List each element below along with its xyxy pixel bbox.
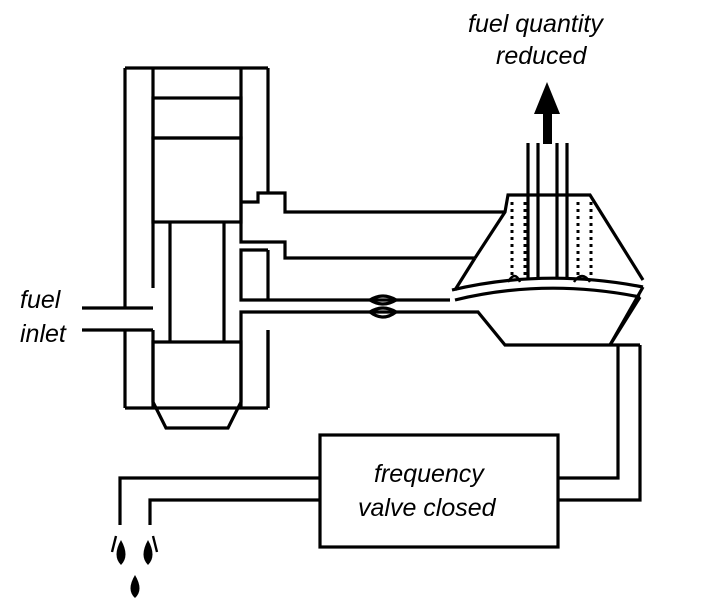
side-port-box [239, 248, 270, 302]
drain-pipe [118, 476, 320, 525]
frequency-valve-label-line2: valve closed [358, 494, 497, 522]
fuel-drops-icon [110, 535, 159, 598]
control-plunger-rod [168, 222, 226, 342]
flow-up-arrow-icon [534, 82, 560, 144]
lower-channel [239, 298, 618, 408]
diaphragm-membrane [366, 294, 400, 319]
frequency-valve-label-line1: frequency [374, 460, 485, 488]
fuel-quantity-label-line2: reduced [496, 42, 587, 70]
outlet-tube [526, 143, 569, 278]
control-plunger-lower [151, 340, 243, 430]
frequency-valve-box [318, 433, 560, 549]
fuel-inlet-label-line1: fuel [20, 286, 62, 314]
upper-metering-channel [239, 191, 505, 260]
return-line [558, 286, 645, 502]
control-plunger-upper [151, 96, 243, 224]
fuel-inlet-pipe [82, 306, 153, 332]
plunger-housing [123, 66, 270, 410]
fuel-inlet-label-line2: inlet [20, 320, 67, 348]
pressure-chamber [451, 193, 645, 346]
chamber-springs [506, 202, 593, 283]
fuel-quantity-label-line1: fuel quantity [468, 10, 604, 38]
